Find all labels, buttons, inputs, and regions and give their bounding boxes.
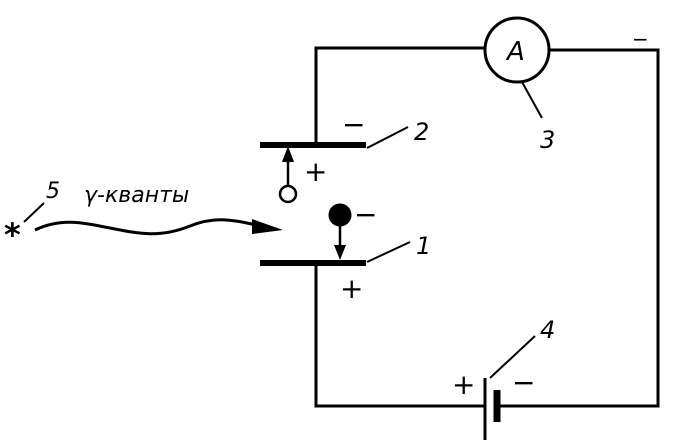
ammeter: [483, 16, 551, 84]
wire-minus-sign: −: [632, 27, 649, 51]
leader-5: [23, 202, 45, 223]
electron-sign: −: [354, 198, 377, 231]
gamma-ray-arrow-head: [252, 219, 283, 234]
wire-bottom-left: [314, 262, 485, 408]
label-5: 5: [46, 179, 60, 204]
electron: [328, 203, 352, 227]
plate-2-sign: −: [342, 108, 365, 141]
label-2: 2: [414, 118, 429, 146]
wire-top-right: [497, 48, 660, 408]
battery-plus-sign: +: [452, 368, 475, 401]
source-asterisk: *: [4, 216, 21, 254]
leader-3: [521, 81, 543, 119]
leader-2: [366, 126, 409, 149]
battery-minus-sign: −: [512, 366, 535, 399]
label-4: 4: [540, 316, 555, 344]
label-3: 3: [540, 126, 555, 154]
ion-sign: +: [304, 155, 327, 188]
ion-arrow-head: [282, 146, 294, 162]
electron-arrow-head: [334, 245, 346, 260]
label-gamma-quanta: γ-кванты: [84, 183, 189, 208]
ammeter-symbol: A: [505, 37, 525, 67]
label-1: 1: [416, 232, 431, 260]
leader-1: [366, 241, 411, 263]
gamma-ray-wave: [34, 218, 271, 236]
plate-1-sign: +: [340, 272, 363, 305]
positive-ion: [278, 184, 298, 204]
leader-4: [489, 335, 536, 379]
wire-top-left: [314, 46, 485, 145]
